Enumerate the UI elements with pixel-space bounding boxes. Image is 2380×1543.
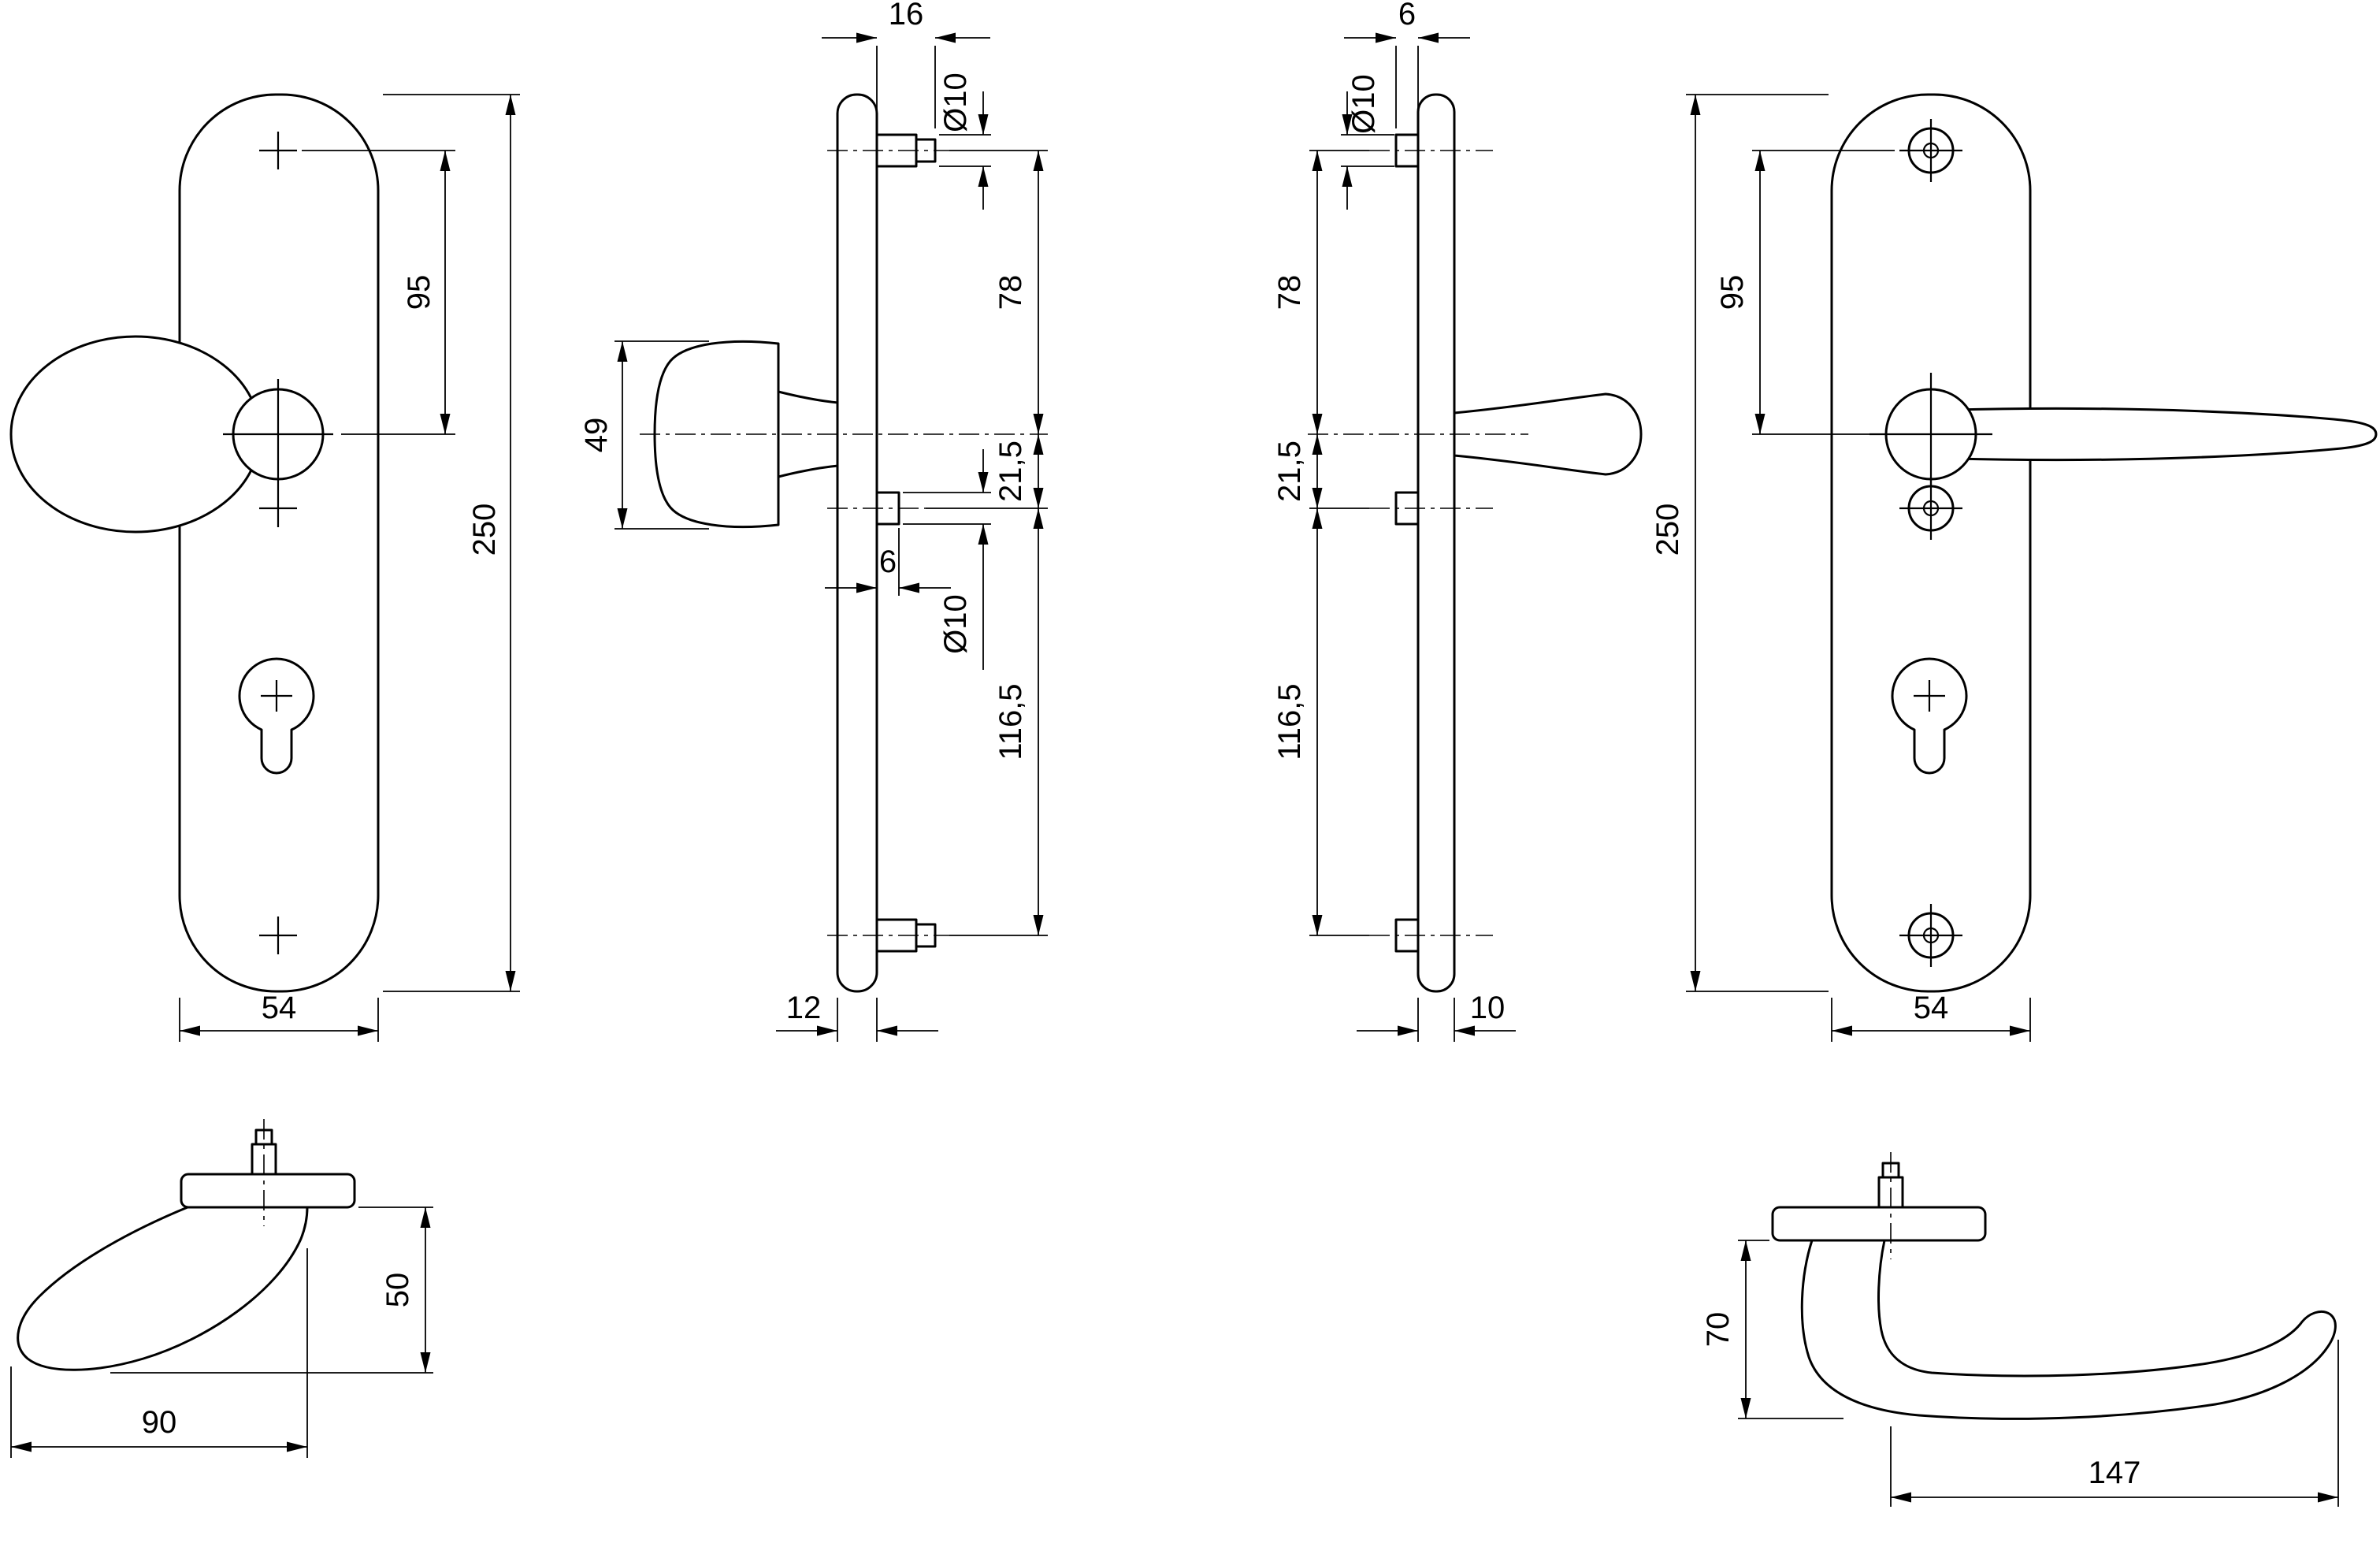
dim-label-lever-projection: 70 bbox=[1701, 1312, 1736, 1348]
dimension-plate-thickness: 12 bbox=[776, 991, 938, 1042]
dim-label-plate-width: 54 bbox=[262, 991, 297, 1025]
dimension-knob-height: 49 bbox=[579, 340, 709, 530]
backplate-edge-section bbox=[180, 1173, 356, 1209]
dimension-lever-length: 147 bbox=[1890, 1340, 2339, 1507]
dim-label-plate-thickness: 12 bbox=[786, 991, 822, 1025]
cylinder-keyhole bbox=[238, 657, 315, 775]
dimension-knob-length: 90 bbox=[10, 1248, 308, 1458]
fixing-mark-top bbox=[259, 132, 297, 169]
screw-bottom bbox=[1899, 904, 1962, 967]
dimension-plate-height: 250 bbox=[383, 94, 520, 992]
dimension-pin-length-top: 16 bbox=[822, 0, 990, 128]
dim-label-dist-handle-to-mid: 21,5 bbox=[1272, 441, 1307, 502]
screw-center bbox=[1922, 500, 1940, 517]
knob-neck-bottom-edge bbox=[778, 464, 839, 478]
screw-middle bbox=[1899, 477, 1962, 540]
dim-label-knob-length: 90 bbox=[142, 1405, 177, 1440]
lever-profile bbox=[1453, 392, 1643, 476]
fixing-mark-middle bbox=[259, 489, 297, 527]
dim-label-dist-mid-to-bottom: 116,5 bbox=[993, 683, 1028, 760]
screw-center bbox=[1922, 142, 1940, 159]
backplate-edge-section bbox=[1771, 1206, 1987, 1242]
dim-label-lever-length: 147 bbox=[2089, 1456, 2141, 1490]
dim-label-plate-thickness: 10 bbox=[1470, 991, 1506, 1025]
knob-top-grip bbox=[17, 1206, 309, 1371]
view-front-exterior: 95 250 54 bbox=[9, 93, 520, 1042]
dimension-knob-projection: 50 bbox=[110, 1207, 433, 1374]
dim-label-knob-height: 49 bbox=[579, 418, 614, 453]
screw-top bbox=[1899, 119, 1962, 182]
dim-label-pin-length-mid: 6 bbox=[879, 545, 897, 579]
dimension-plate-thickness: 10 bbox=[1357, 991, 1516, 1042]
dimension-hole-spacing: 95 bbox=[1715, 150, 1895, 435]
dim-label-pin-length-top: 16 bbox=[889, 0, 924, 32]
dim-label-dist-top-to-handle: 78 bbox=[1272, 275, 1307, 310]
dimension-hole-spacing: 95 bbox=[302, 150, 455, 435]
view-front-interior: 250 95 54 bbox=[1650, 93, 2378, 1042]
view-side-exterior: 16 49 Ø10 78 21,5 116,5 bbox=[579, 0, 1048, 1042]
view-knob-top: 50 90 bbox=[10, 1119, 433, 1458]
dimension-pin-diameter-top: Ø10 bbox=[1341, 74, 1394, 210]
knob-center-mark bbox=[223, 379, 333, 489]
dim-label-plate-height: 250 bbox=[467, 504, 502, 556]
dimension-pin-length-mid: 6 bbox=[825, 528, 951, 596]
interior-backplate bbox=[1830, 93, 2032, 993]
cylinder-keyhole bbox=[1891, 657, 1968, 775]
interior-backplate-profile bbox=[1416, 93, 1456, 993]
dim-label-dist-mid-to-bottom: 116,5 bbox=[1272, 683, 1307, 760]
dim-label-dist-top-to-handle: 78 bbox=[993, 275, 1028, 310]
dimension-lever-projection: 70 bbox=[1701, 1240, 1843, 1419]
lever-center-mark bbox=[1869, 373, 1992, 496]
exterior-backplate-profile bbox=[836, 93, 878, 993]
dim-label-hole-spacing: 95 bbox=[1715, 275, 1750, 310]
dimension-pin-diameter-mid: Ø10 bbox=[903, 449, 991, 670]
dimension-plate-width: 54 bbox=[179, 991, 379, 1042]
dim-label-pin-diameter-top: Ø10 bbox=[938, 73, 973, 132]
dimension-pin-diameter-top: Ø10 bbox=[938, 73, 991, 210]
dimension-plate-height: 250 bbox=[1650, 94, 1829, 992]
keyhole-outline bbox=[1891, 657, 1968, 775]
lever-top-grip bbox=[1800, 1239, 2337, 1420]
dim-label-plate-width: 54 bbox=[1914, 991, 1949, 1025]
knob-grip-front bbox=[9, 335, 262, 534]
dim-label-plate-height: 250 bbox=[1650, 504, 1685, 556]
dimension-chain-left: 78 21,5 116,5 bbox=[1272, 150, 1369, 936]
lever-front bbox=[1952, 407, 2378, 462]
dimension-pin-length-top: 6 bbox=[1344, 0, 1470, 128]
dim-label-pin-length-top: 6 bbox=[1398, 0, 1416, 32]
view-lever-top: 70 147 bbox=[1701, 1152, 2339, 1507]
dim-label-pin-diameter-top: Ø10 bbox=[1346, 74, 1381, 134]
dim-label-dist-handle-to-mid: 21,5 bbox=[993, 441, 1028, 502]
view-side-interior: 6 Ø10 78 21,5 116,5 10 bbox=[1272, 0, 1643, 1042]
dim-label-pin-diameter-mid: Ø10 bbox=[938, 594, 973, 654]
dimension-plate-width: 54 bbox=[1831, 991, 2031, 1042]
dim-label-knob-projection: 50 bbox=[381, 1273, 415, 1308]
keyhole-outline bbox=[238, 657, 315, 775]
knob-neck-top-edge bbox=[778, 390, 839, 404]
screw-center bbox=[1922, 927, 1940, 944]
dimension-chain-right: 78 21,5 116,5 bbox=[926, 150, 1048, 936]
dim-label-hole-spacing: 95 bbox=[402, 275, 436, 310]
exterior-backplate bbox=[178, 93, 380, 993]
fixing-mark-bottom bbox=[259, 917, 297, 954]
